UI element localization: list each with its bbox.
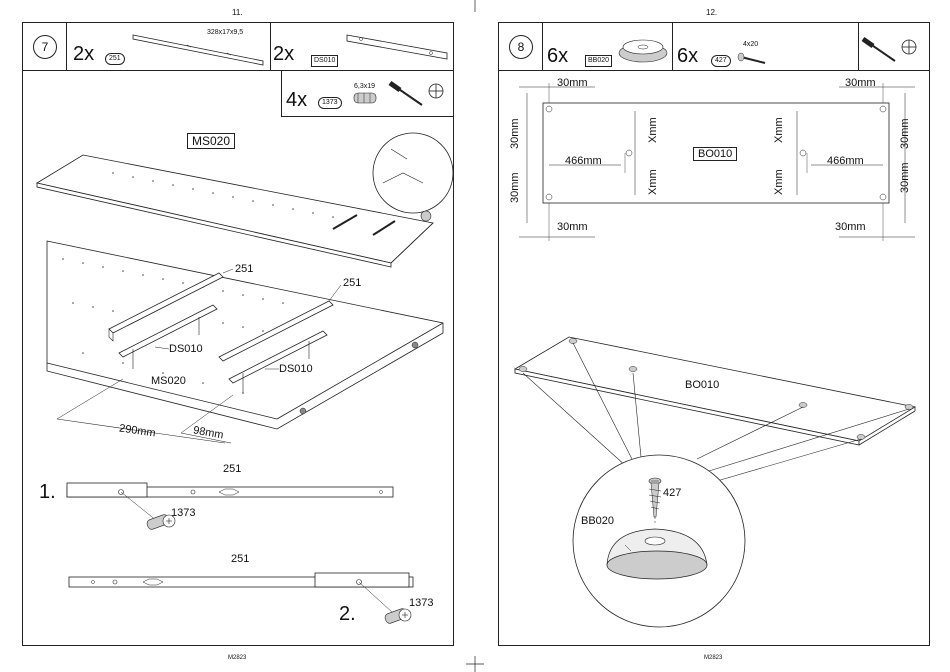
- dimension-label: 30mm: [509, 118, 521, 149]
- panel-label: BO010: [685, 379, 719, 391]
- dimension-label: 30mm: [835, 221, 866, 233]
- dimension-label: Xmm: [647, 117, 659, 143]
- dimension-label: 466mm: [565, 155, 602, 167]
- layout-drawing: [499, 23, 929, 643]
- page-number: 12.: [706, 8, 717, 17]
- foot-label: BB020: [581, 515, 614, 527]
- dimension-label: 466mm: [827, 155, 864, 167]
- dimension-label: 30mm: [557, 77, 588, 89]
- dimension-label: Xmm: [773, 117, 785, 143]
- dimension-label: Xmm: [647, 169, 659, 195]
- panel-label: BO010: [693, 147, 737, 161]
- screw-label: 427: [663, 487, 681, 499]
- dimension-label: 30mm: [845, 77, 876, 89]
- dimension-label: 30mm: [899, 118, 911, 149]
- footer-code: M2823: [704, 655, 722, 661]
- dimension-label: Xmm: [773, 169, 785, 195]
- dimension-label: 30mm: [557, 221, 588, 233]
- dimension-label: 30mm: [509, 172, 521, 203]
- dimension-label: 30mm: [899, 162, 911, 193]
- right-page: 8 6x BB020 6x 427 4x20: [498, 22, 930, 646]
